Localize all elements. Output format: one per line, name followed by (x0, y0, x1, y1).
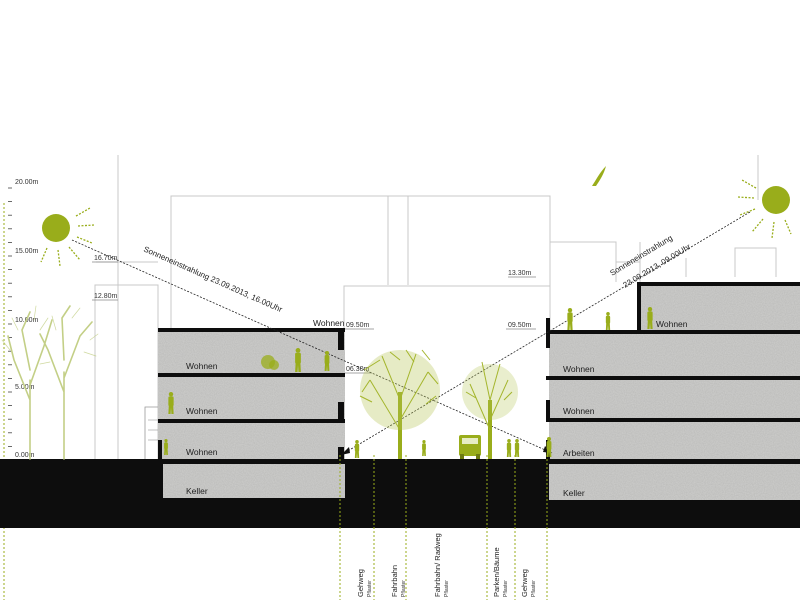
person-icon (164, 439, 168, 455)
room-label-right-1: Wohnen (563, 364, 595, 374)
person-icon (605, 312, 611, 330)
sun-icon (40, 207, 95, 267)
room-label-left-mid: Wohnen (186, 406, 218, 416)
zone-label-fahrbahn: Fahrbahn Pflaster (390, 565, 407, 597)
room-label-right-2: Wohnen (563, 406, 595, 416)
people-figures (164, 307, 653, 458)
svg-text:Pflaster: Pflaster (531, 580, 537, 597)
left-basement (163, 464, 345, 498)
height-label-0950-right: 09.50m (508, 322, 532, 329)
room-label-right-ground: Arbeiten (563, 448, 595, 458)
svg-text:Parken/Bäume: Parken/Bäume (492, 547, 501, 597)
person-icon (354, 440, 360, 458)
street-zone-labels: Gehweg Pflaster Fahrbahn Pflaster Fahrba… (356, 533, 537, 597)
person-icon (506, 439, 512, 457)
zone-label-fahrbahn-radweg: Fahrbahn/ Radweg Pflaster (433, 533, 450, 597)
right-basement (549, 464, 800, 500)
svg-text:Pflaster: Pflaster (444, 580, 450, 597)
sun-icon (737, 179, 792, 239)
person-icon (514, 439, 520, 457)
scale-label-20: 20.00m (15, 179, 39, 186)
scale-label-15: 15.00m (15, 248, 39, 255)
left-building: Wohnen Wohnen Wohnen Keller (144, 328, 345, 498)
tree-icon (462, 361, 518, 459)
morning-sun-ray (340, 211, 751, 456)
height-label-0950-mid: 09.50m (346, 322, 370, 329)
street-zone-dividers (339, 455, 548, 600)
left-floor-1 (158, 423, 345, 459)
height-label-0630: 06.30m (346, 366, 370, 373)
person-icon (324, 351, 330, 371)
zone-label-gehweg-right: Gehweg Pflaster (520, 569, 537, 597)
right-building: Wohnen Wohnen Wohnen Arbeiten Keller (546, 282, 800, 500)
height-scale: 20.00m 15.00m 10.00m 5.00m 0.00m (3, 179, 39, 600)
person-icon (168, 392, 174, 414)
right-penthouse (640, 286, 800, 330)
svg-text:Fahrbahn: Fahrbahn (390, 565, 399, 597)
svg-text:Gehweg: Gehweg (520, 569, 529, 597)
person-icon (647, 307, 653, 329)
right-floor-2 (549, 380, 800, 418)
tree-icon (261, 355, 279, 370)
room-label-right-roof: Wohnen (656, 319, 688, 329)
left-floor-3 (158, 331, 345, 373)
afternoon-sun-ray (71, 239, 553, 454)
svg-text:Gehweg: Gehweg (356, 569, 365, 597)
person-icon (295, 348, 301, 372)
car-icon (459, 435, 481, 459)
right-floor-1 (549, 422, 800, 459)
person-icon (567, 308, 573, 330)
left-floor-2 (158, 376, 345, 420)
tree-icon (1, 305, 99, 460)
bird-icon (592, 166, 606, 186)
zone-label-parken-baeume: Parken/Bäume Pflaster (492, 547, 509, 597)
room-label-left-ground: Wohnen (186, 447, 218, 457)
sun-ray-label-afternoon: Sonneneinstrahlung 23.09.2013, 16.00Uhr (142, 245, 284, 315)
person-icon (546, 437, 552, 457)
room-label-right-basement: Keller (563, 488, 585, 498)
scale-label-0: 0.00m (15, 452, 35, 459)
right-floor-3 (549, 334, 800, 376)
svg-text:Fahrbahn/ Radweg: Fahrbahn/ Radweg (433, 533, 442, 597)
height-label-1670: 16.70m (94, 255, 118, 262)
height-label-1330: 13.30m (508, 270, 532, 277)
room-label-left-basement: Keller (186, 486, 208, 496)
height-markers: 16.70m 12.80m 09.50m 06.30m 13.30m 09.50… (92, 255, 536, 374)
room-label-left-top: Wohnen (186, 361, 218, 371)
person-icon (422, 440, 426, 456)
svg-text:Pflaster: Pflaster (503, 580, 509, 597)
height-label-1280: 12.80m (94, 293, 118, 300)
svg-text:Pflaster: Pflaster (401, 580, 407, 597)
zone-label-gehweg-left: Gehweg Pflaster (356, 569, 373, 597)
tree-icon (359, 349, 440, 459)
svg-text:Pflaster: Pflaster (367, 580, 373, 597)
room-label-center-roof: Wohnen (313, 318, 345, 328)
